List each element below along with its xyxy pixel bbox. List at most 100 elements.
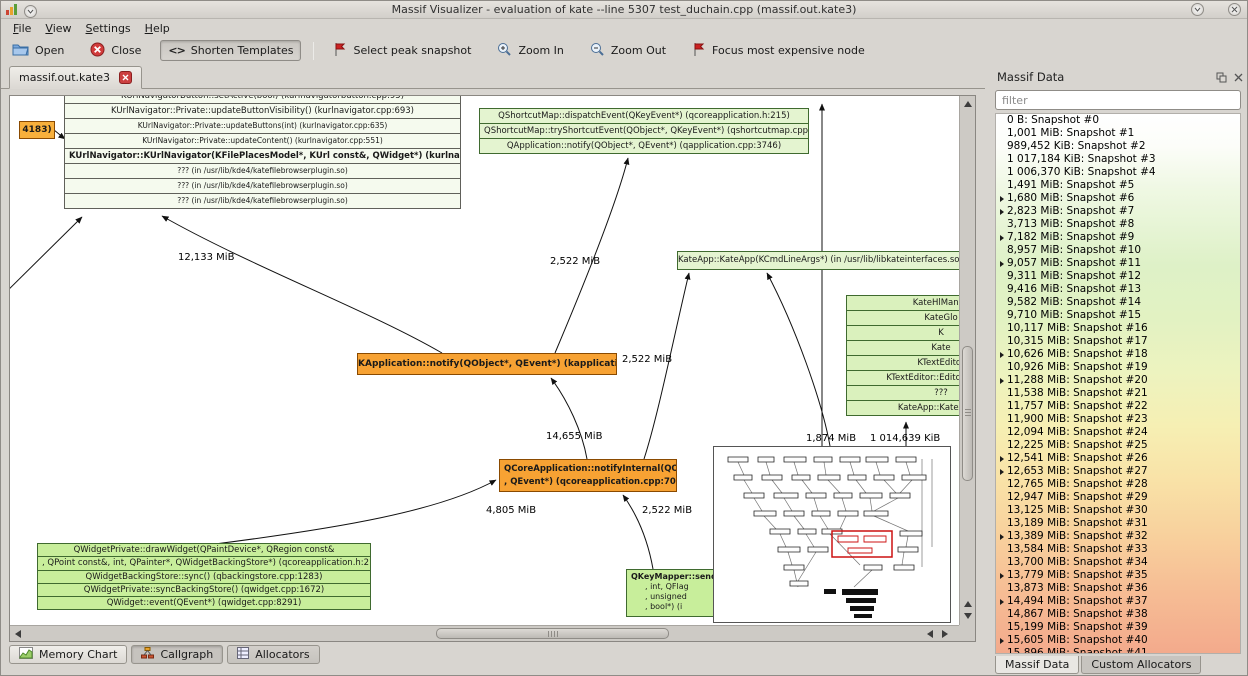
- graph-node-row[interactable]: K: [846, 325, 959, 341]
- scroll-down-button[interactable]: [963, 611, 973, 621]
- graph-node-row[interactable]: KateApp::KateApp(K: [846, 400, 959, 416]
- graph-vertical-scrollbar[interactable]: [959, 96, 975, 625]
- graph-node-row[interactable]: KUrlNavigatorButton::setActive(bool) (ku…: [64, 96, 461, 104]
- tab-close-icon[interactable]: [119, 71, 133, 84]
- snapshot-item[interactable]: 3,713 MiB: Snapshot #8: [996, 218, 1240, 231]
- zoom-out-button[interactable]: Zoom Out: [583, 39, 673, 63]
- graph-node-partial[interactable]: 4183): [19, 121, 55, 139]
- snapshot-item[interactable]: 9,582 MiB: Snapshot #14: [996, 296, 1240, 309]
- snapshot-item[interactable]: 11,288 MiB: Snapshot #20: [996, 374, 1240, 387]
- graph-node-qshortcutmap-stack[interactable]: QShortcutMap::dispatchEvent(QKeyEvent*) …: [479, 108, 809, 154]
- callgraph-canvas[interactable]: KUrlNavigatorButton::setActive(bool) (ku…: [10, 96, 959, 625]
- graph-node-row[interactable]: QShortcutMap::dispatchEvent(QKeyEvent*) …: [479, 108, 809, 124]
- expand-arrow-icon[interactable]: [996, 573, 1007, 579]
- focus-most-expensive-node-button[interactable]: Focus most expensive node: [685, 39, 872, 63]
- snapshot-item[interactable]: 13,584 MiB: Snapshot #33: [996, 543, 1240, 556]
- graph-overview-minimap[interactable]: [713, 446, 951, 623]
- scroll-left-button[interactable]: [925, 629, 935, 639]
- graph-node-row[interactable]: ??? (in /usr/lib/kde4/katefilebrowserplu…: [64, 163, 461, 179]
- window-minimize-button[interactable]: [1191, 3, 1204, 16]
- filter-input[interactable]: [995, 90, 1241, 110]
- snapshot-item[interactable]: 8,957 MiB: Snapshot #10: [996, 244, 1240, 257]
- snapshot-item[interactable]: 12,225 MiB: Snapshot #25: [996, 439, 1240, 452]
- tab-memory-chart[interactable]: Memory Chart: [9, 645, 128, 664]
- window-titlebar[interactable]: Massif Visualizer - evaluation of kate -…: [1, 1, 1247, 19]
- graph-node-row[interactable]: ???: [846, 385, 959, 401]
- expand-arrow-icon[interactable]: [996, 469, 1007, 475]
- expand-arrow-icon[interactable]: [996, 534, 1007, 540]
- tab-custom-allocators[interactable]: Custom Allocators: [1081, 656, 1202, 674]
- snapshot-item[interactable]: 11,900 MiB: Snapshot #23: [996, 413, 1240, 426]
- expand-arrow-icon[interactable]: [996, 638, 1007, 644]
- scroll-right-button[interactable]: [940, 629, 950, 639]
- graph-node-row[interactable]: QShortcutMap::tryShortcutEvent(QObject*,…: [479, 123, 809, 139]
- snapshot-item[interactable]: 13,125 MiB: Snapshot #30: [996, 504, 1240, 517]
- snapshot-item[interactable]: 12,541 MiB: Snapshot #26: [996, 452, 1240, 465]
- snapshot-item[interactable]: 1,491 MiB: Snapshot #5: [996, 179, 1240, 192]
- zoom-in-button[interactable]: Zoom In: [490, 39, 570, 63]
- snapshot-item[interactable]: 14,494 MiB: Snapshot #37: [996, 595, 1240, 608]
- graph-node-kateapp[interactable]: KateApp::KateApp(KCmdLineArgs*) (in /usr…: [677, 251, 959, 270]
- graph-node-qwidget-stack[interactable]: QWidgetPrivate::drawWidget(QPaintDevice*…: [37, 543, 371, 610]
- snapshot-item[interactable]: 7,182 MiB: Snapshot #9: [996, 231, 1240, 244]
- scroll-up-button[interactable]: [963, 99, 973, 109]
- tab-massif-out-kate3[interactable]: massif.out.kate3: [9, 66, 143, 89]
- dock-close-button[interactable]: [1231, 70, 1245, 84]
- snapshot-item[interactable]: 11,538 MiB: Snapshot #21: [996, 387, 1240, 400]
- graph-node-kurlnavigator-stack[interactable]: KUrlNavigatorButton::setActive(bool) (ku…: [64, 96, 461, 209]
- tab-massif-data[interactable]: Massif Data: [995, 656, 1080, 674]
- graph-node-row[interactable]: KUrlNavigator::Private::updateContent() …: [64, 133, 461, 149]
- snapshot-item[interactable]: 13,700 MiB: Snapshot #34: [996, 556, 1240, 569]
- snapshot-item[interactable]: 1 006,370 KiB: Snapshot #4: [996, 166, 1240, 179]
- graph-node-row[interactable]: QWidgetBackingStore::sync() (qbackingsto…: [37, 570, 371, 584]
- close-button[interactable]: Close: [83, 39, 148, 63]
- expand-arrow-icon[interactable]: [996, 599, 1007, 605]
- graph-horizontal-scrollbar[interactable]: [10, 625, 959, 641]
- expand-arrow-icon[interactable]: [996, 378, 1007, 384]
- select-peak-snapshot-button[interactable]: Select peak snapshot: [326, 39, 478, 63]
- graph-node-row[interactable]: QWidgetPrivate::syncBackingStore() (qwid…: [37, 583, 371, 597]
- graph-node-row[interactable]: QWidgetPrivate::drawWidget(QPaintDevice*…: [37, 543, 371, 557]
- snapshot-item[interactable]: 10,315 MiB: Snapshot #17: [996, 335, 1240, 348]
- menu-help[interactable]: Help: [144, 21, 170, 35]
- snapshot-item[interactable]: 989,452 KiB: Snapshot #2: [996, 140, 1240, 153]
- tab-allocators[interactable]: Allocators: [227, 645, 320, 664]
- snapshot-item[interactable]: 13,189 MiB: Snapshot #31: [996, 517, 1240, 530]
- expand-arrow-icon[interactable]: [996, 352, 1007, 358]
- tab-callgraph[interactable]: Callgraph: [131, 645, 224, 664]
- graph-node-kate-stack[interactable]: KateHlManagKateGloKKateKTextEditorKTextE…: [846, 295, 959, 416]
- graph-node-row[interactable]: KTextEditor::EditorChoose: [846, 370, 959, 386]
- dock-float-button[interactable]: [1214, 70, 1228, 84]
- graph-node-row[interactable]: QWidget::event(QEvent*) (qwidget.cpp:829…: [37, 596, 371, 610]
- graph-node-qcoreapplication-notifyinternal[interactable]: QCoreApplication::notifyInternal(QObject…: [499, 459, 677, 492]
- graph-node-row[interactable]: , QPoint const&, int, QPainter*, QWidget…: [37, 557, 371, 571]
- graph-node-row[interactable]: KUrlNavigator::Private::updateButtons(in…: [64, 118, 461, 134]
- snapshot-item[interactable]: 9,710 MiB: Snapshot #15: [996, 309, 1240, 322]
- snapshot-item[interactable]: 12,653 MiB: Snapshot #27: [996, 465, 1240, 478]
- graph-node-row[interactable]: ??? (in /usr/lib/kde4/katefilebrowserplu…: [64, 193, 461, 209]
- graph-node-row[interactable]: KUrlNavigator::Private::updateButtonVisi…: [64, 103, 461, 119]
- graph-node-row[interactable]: QApplication::notify(QObject*, QEvent*) …: [479, 138, 809, 154]
- window-menu-button[interactable]: [24, 4, 37, 18]
- snapshot-item[interactable]: 12,947 MiB: Snapshot #29: [996, 491, 1240, 504]
- snapshot-item[interactable]: 10,117 MiB: Snapshot #16: [996, 322, 1240, 335]
- menu-settings[interactable]: Settings: [85, 21, 131, 35]
- snapshot-item[interactable]: 11,757 MiB: Snapshot #22: [996, 400, 1240, 413]
- graph-node-kapplication-notify[interactable]: KApplication::notify(QObject*, QEvent*) …: [357, 353, 617, 375]
- snapshot-item[interactable]: 13,779 MiB: Snapshot #35: [996, 569, 1240, 582]
- snapshot-item[interactable]: 1,001 MiB: Snapshot #1: [996, 127, 1240, 140]
- snapshot-item[interactable]: 10,626 MiB: Snapshot #18: [996, 348, 1240, 361]
- graph-node-row[interactable]: ??? (in /usr/lib/kde4/katefilebrowserplu…: [64, 178, 461, 194]
- snapshot-item[interactable]: 0 B: Snapshot #0: [996, 114, 1240, 127]
- snapshot-item[interactable]: 15,605 MiB: Snapshot #40: [996, 634, 1240, 647]
- window-close-button[interactable]: [1228, 3, 1241, 16]
- scroll-up-button[interactable]: [963, 599, 973, 609]
- snapshot-item[interactable]: 9,416 MiB: Snapshot #13: [996, 283, 1240, 296]
- graph-node-row[interactable]: KateGlo: [846, 310, 959, 326]
- snapshot-item[interactable]: 2,823 MiB: Snapshot #7: [996, 205, 1240, 218]
- shorten-templates-button[interactable]: <> Shorten Templates: [160, 40, 302, 61]
- panel-splitter[interactable]: [977, 95, 994, 642]
- snapshot-item[interactable]: 14,867 MiB: Snapshot #38: [996, 608, 1240, 621]
- vertical-scrollbar-thumb[interactable]: [962, 346, 973, 481]
